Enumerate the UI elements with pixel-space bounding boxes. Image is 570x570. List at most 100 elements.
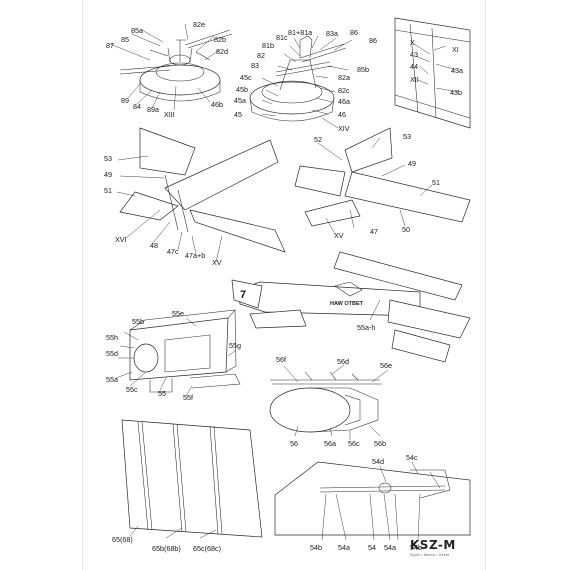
label: 86 xyxy=(350,28,358,37)
label: 89a xyxy=(147,105,159,114)
panel9-labels: 65(68) 65b(68b) 65c(68c) xyxy=(112,535,221,553)
label: 50 xyxy=(402,225,410,234)
label: 81+81a xyxy=(288,28,312,37)
tail-number: 7 xyxy=(240,289,246,301)
rotor-head-drawing xyxy=(109,23,233,111)
label: 56 xyxy=(290,439,298,448)
label: 55d xyxy=(106,349,118,358)
label: 82e xyxy=(193,20,205,29)
bench-drawing xyxy=(115,309,241,397)
label: 81b xyxy=(262,41,274,50)
label: X xyxy=(410,38,415,47)
label: 56e xyxy=(380,361,392,370)
label: 83a xyxy=(326,29,338,38)
label: 55h xyxy=(106,333,118,342)
label: 85 xyxy=(121,35,129,44)
label: 54c xyxy=(406,453,418,462)
panel4-labels: 53 49 51 XVI 48 47c 47a+b XV xyxy=(104,154,222,267)
label: 49 xyxy=(408,159,416,168)
label: 51 xyxy=(432,178,440,187)
label: 56b xyxy=(374,439,386,448)
label: XIV xyxy=(338,124,350,133)
label: 56d xyxy=(337,357,349,366)
label: 86 xyxy=(369,36,377,45)
label: 45a xyxy=(234,96,246,105)
boom-drawing xyxy=(274,461,471,541)
panel1-labels: 85a 82e 85 87 82b 82d 89 84 89a XIII 46b xyxy=(106,20,228,119)
label: 55a xyxy=(106,375,118,384)
label: 81c xyxy=(276,33,288,42)
label: 45b xyxy=(236,85,248,94)
label: 53 xyxy=(403,132,411,141)
label: 82d xyxy=(216,47,228,56)
label: 82a xyxy=(338,73,350,82)
rotor-hub-drawing xyxy=(249,35,353,129)
label: 85b xyxy=(357,65,369,74)
panel6-labels: 7 HAW OTBET 55a-h xyxy=(240,289,375,332)
sheet-panels-drawing xyxy=(121,419,263,539)
label: 43a xyxy=(451,66,463,75)
label: 47c xyxy=(167,247,179,256)
label: 82 xyxy=(257,51,265,60)
label: 47a+b xyxy=(185,251,205,260)
label: 56c xyxy=(348,439,360,448)
label: 55f xyxy=(183,393,193,402)
label: 82c xyxy=(338,86,350,95)
label: 54a xyxy=(384,543,396,552)
label: XV xyxy=(334,231,344,240)
label: 49 xyxy=(104,170,112,179)
label: 43b xyxy=(450,88,462,97)
label: 55c xyxy=(126,385,138,394)
frame-drawing xyxy=(394,17,471,129)
label: 55b xyxy=(132,317,144,326)
label: XII xyxy=(410,75,419,84)
label: 55g xyxy=(229,341,241,350)
label: 55e xyxy=(172,309,184,318)
label: 44 xyxy=(410,62,418,71)
label: 51 xyxy=(104,186,112,195)
tail-right-drawing xyxy=(294,127,471,235)
label: 45c xyxy=(240,73,252,82)
label: 55 xyxy=(158,389,166,398)
fuselage-lettering: HAW OTBET xyxy=(330,301,364,307)
label: XVI xyxy=(115,235,127,244)
label: XV xyxy=(212,258,222,267)
panel8-labels: 56f 56d 56e 56 56a 56c 56b xyxy=(276,355,392,448)
aircraft-drawing xyxy=(231,251,471,363)
label: 46a xyxy=(338,97,350,106)
label: 54d xyxy=(372,457,384,466)
label: XI xyxy=(452,45,459,54)
panel2-labels: 81c 81+81a 83a 86 81b 86 82 85b 83 82a 4… xyxy=(234,28,377,133)
panel7-labels: 55b 55e 55h 55d 55g 55a 55c 55 55f xyxy=(106,309,241,402)
label: 46 xyxy=(338,110,346,119)
label: 55a-h xyxy=(357,323,375,332)
label: 54b xyxy=(410,543,422,552)
label: 82b xyxy=(214,35,226,44)
label: 89 xyxy=(121,96,129,105)
panel10-labels: 54d 54c 54b 54a 54 54a 54b xyxy=(310,453,422,552)
label: 46b xyxy=(211,100,223,109)
label: 85a xyxy=(131,26,143,35)
float-drawing xyxy=(269,364,389,440)
brand-logo: KSZ-M xyxy=(410,538,456,552)
label: 53 xyxy=(104,154,112,163)
label: 56f xyxy=(276,355,286,364)
label: 65c(68c) xyxy=(193,544,221,553)
label: 45 xyxy=(234,110,242,119)
panel3-labels: X XI 43 43a 44 XII 43b xyxy=(410,38,463,97)
tail-left-drawing xyxy=(116,127,286,263)
brand-tagline: Sport • Media • Szent xyxy=(410,553,450,557)
panel5-labels: 52 53 49 51 XV 47 50 xyxy=(314,132,440,240)
label: 48 xyxy=(150,241,158,250)
label: 54a xyxy=(338,543,350,552)
label: 65(68) xyxy=(112,535,133,544)
label: 47 xyxy=(370,227,378,236)
label: XIII xyxy=(164,110,175,119)
label: 56a xyxy=(324,439,336,448)
label: 84 xyxy=(133,102,141,111)
label: 83 xyxy=(251,61,259,70)
label: 87 xyxy=(106,41,114,50)
label: 54 xyxy=(368,543,376,552)
label: 43 xyxy=(410,50,418,59)
